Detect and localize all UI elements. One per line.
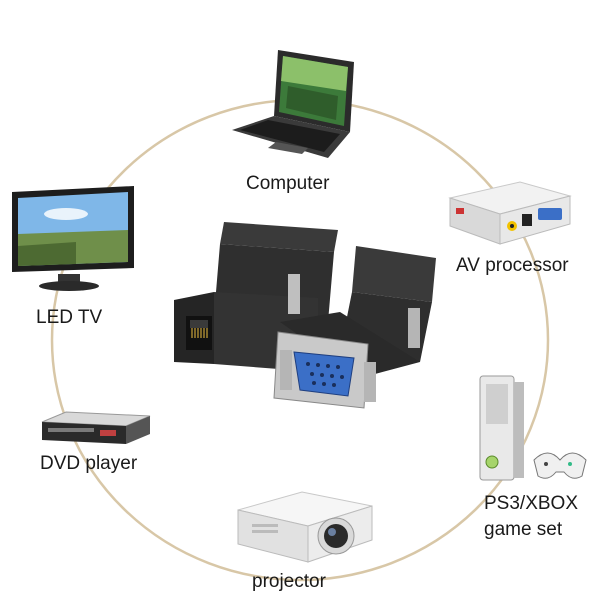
game-set-label-line2: game set (484, 519, 563, 540)
dvd-player-icon (41, 411, 151, 444)
vga-rj45-adapter-icon (174, 222, 436, 409)
av-box-icon (448, 181, 572, 245)
projector-label: projector (252, 571, 326, 592)
led-tv-label: LED TV (36, 307, 103, 328)
projector-icon (237, 491, 373, 563)
game-set-label-line1: PS3/XBOX (484, 493, 578, 514)
laptop-icon (232, 50, 354, 158)
dvd-player-label: DVD player (40, 453, 138, 474)
tv-icon (12, 186, 134, 291)
game-console-icon (479, 375, 587, 481)
computer-label: Computer (246, 173, 330, 194)
av-processor-label: AV processor (456, 255, 569, 276)
